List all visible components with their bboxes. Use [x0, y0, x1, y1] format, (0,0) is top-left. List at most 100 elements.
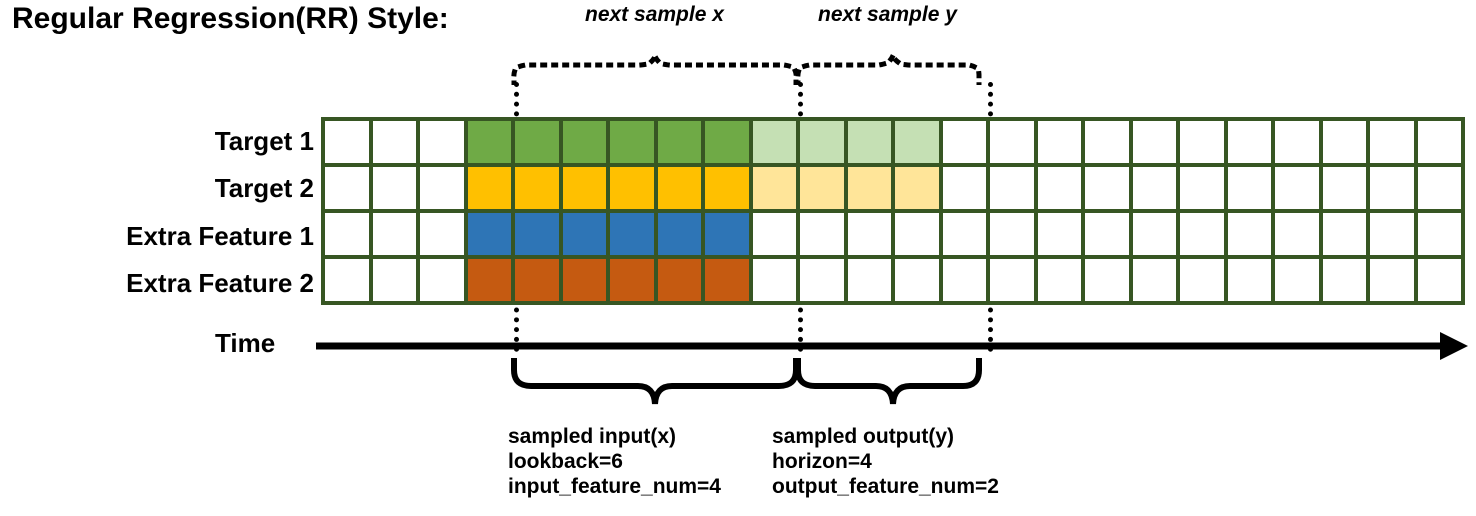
- dotted-brace-next-sample-y: [795, 46, 982, 85]
- grid-cell: [467, 167, 511, 209]
- annotation-next-sample-y: next sample y: [818, 3, 957, 26]
- row-label-extra-feature-2: Extra Feature 2: [126, 268, 314, 298]
- grid-cell: [1275, 121, 1319, 163]
- grid-cell: [1085, 167, 1129, 209]
- grid-cell: [800, 213, 844, 255]
- grid-cell: [420, 121, 464, 163]
- grid-cell: [847, 259, 891, 301]
- caption-output-title: sampled output(y): [772, 425, 954, 448]
- axis-label-time: Time: [215, 328, 276, 358]
- grid-cell: [1370, 167, 1414, 209]
- grid-cell: [372, 259, 416, 301]
- grid-cell: [325, 213, 369, 255]
- grid-cell: [1227, 121, 1271, 163]
- caption-sampled-output: sampled output(y) horizon=4 output_featu…: [772, 424, 999, 499]
- grid-cell: [610, 121, 654, 163]
- grid-cell: [420, 213, 464, 255]
- grid-cell: [990, 259, 1034, 301]
- grid-cell: [847, 121, 891, 163]
- grid-cell: [467, 121, 511, 163]
- grid-cell: [372, 167, 416, 209]
- grid-cell: [1275, 259, 1319, 301]
- grid-cell: [1417, 167, 1461, 209]
- grid-cell: [800, 259, 844, 301]
- grid-cell: [1180, 167, 1224, 209]
- grid-cell: [895, 121, 939, 163]
- grid-cell: [372, 213, 416, 255]
- grid-cell: [1085, 213, 1129, 255]
- grid-cell: [1180, 121, 1224, 163]
- row-label-extra-feature-1: Extra Feature 1: [126, 221, 314, 251]
- grid-cell: [942, 167, 986, 209]
- grid-cell: [1275, 167, 1319, 209]
- grid-cell: [562, 259, 606, 301]
- grid-cell: [752, 121, 796, 163]
- grid-cell: [1132, 213, 1176, 255]
- grid-cell: [752, 167, 796, 209]
- grid-cell: [847, 213, 891, 255]
- grid-cell: [515, 213, 559, 255]
- grid-cell: [1085, 259, 1129, 301]
- grid-cell: [610, 167, 654, 209]
- grid-cell: [752, 259, 796, 301]
- grid-cell: [372, 121, 416, 163]
- grid-cell: [1037, 259, 1081, 301]
- grid-cell: [705, 121, 749, 163]
- grid-cell: [800, 121, 844, 163]
- grid-cell: [1132, 121, 1176, 163]
- caption-input-line2: lookback=6: [508, 450, 623, 473]
- grid-cell: [1180, 213, 1224, 255]
- grid-cell: [1227, 167, 1271, 209]
- brace-sampled-output: [795, 358, 982, 405]
- caption-output-line2: horizon=4: [772, 450, 872, 473]
- grid-cell: [1417, 259, 1461, 301]
- grid-cell: [657, 213, 701, 255]
- grid-cell: [467, 213, 511, 255]
- caption-sampled-input: sampled input(x) lookback=6 input_featur…: [508, 424, 721, 499]
- grid-cell: [562, 213, 606, 255]
- grid-cell: [1370, 259, 1414, 301]
- grid-cell: [325, 121, 369, 163]
- grid-cell: [705, 213, 749, 255]
- grid-cell: [610, 213, 654, 255]
- grid-cell: [1227, 213, 1271, 255]
- grid-cell: [990, 213, 1034, 255]
- row-label-target-1: Target 1: [214, 126, 314, 156]
- grid-cell: [562, 167, 606, 209]
- caption-input-line3: input_feature_num=4: [508, 475, 721, 498]
- grid-cell: [895, 167, 939, 209]
- brace-sampled-input: [511, 358, 799, 405]
- grid-cell: [562, 121, 606, 163]
- grid-cell: [1037, 213, 1081, 255]
- grid-cell: [990, 121, 1034, 163]
- grid-cell: [1227, 259, 1271, 301]
- grid-cell: [1322, 167, 1366, 209]
- grid-cell: [515, 167, 559, 209]
- grid-cell: [1085, 121, 1129, 163]
- grid-cell: [1132, 167, 1176, 209]
- dotted-brace-next-sample-x: [511, 54, 799, 85]
- grid-cell: [1037, 121, 1081, 163]
- page-title: Regular Regression(RR) Style:: [12, 2, 449, 35]
- grid-cell: [942, 121, 986, 163]
- grid-cell: [657, 259, 701, 301]
- grid-cell: [610, 259, 654, 301]
- grid-cell: [847, 167, 891, 209]
- grid-cell: [752, 213, 796, 255]
- grid-cell: [1322, 213, 1366, 255]
- grid-cell: [705, 259, 749, 301]
- timeline-grid: [321, 117, 1465, 305]
- grid-cell: [325, 167, 369, 209]
- grid-cell: [800, 167, 844, 209]
- grid-cell: [1417, 121, 1461, 163]
- grid-cell: [325, 259, 369, 301]
- grid-cell: [1370, 121, 1414, 163]
- grid-cell: [1180, 259, 1224, 301]
- grid-cell: [420, 259, 464, 301]
- grid-cell: [1037, 167, 1081, 209]
- grid-cell: [990, 167, 1034, 209]
- grid-cell: [895, 213, 939, 255]
- grid-cell: [1132, 259, 1176, 301]
- time-axis-arrow: [316, 332, 1468, 360]
